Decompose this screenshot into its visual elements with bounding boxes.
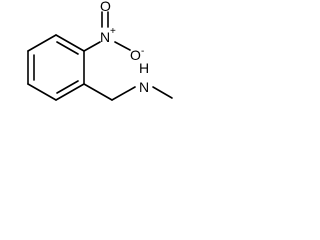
oxygen-minus-charge: -	[141, 46, 144, 57]
ring-to-methylene-bond	[83, 83, 113, 101]
ring-bond-top	[27, 34, 57, 52]
amine-nitrogen-label: N	[139, 79, 149, 95]
nitro-nitrogen-label: N	[100, 29, 110, 45]
ring-double-bond-lower-right	[56, 80, 79, 94]
chemical-structure: N + O O - H N	[27, 0, 173, 101]
nitro-oxygen-right-label: O	[130, 47, 141, 63]
ring-bond-lower-left	[27, 83, 57, 101]
ring-bond-lower-right	[55, 83, 85, 101]
methylene-to-amine-bond	[111, 86, 136, 101]
nitro-single-bond	[114, 41, 131, 51]
nitro-plus-charge: +	[110, 26, 116, 37]
ring-bond-upper-right	[55, 34, 85, 52]
nitro-oxygen-top-label: O	[100, 0, 111, 14]
ring-double-bond-upper-right	[56, 41, 79, 55]
amine-to-methyl-bond	[152, 86, 173, 99]
ring-to-nitro-bond	[83, 41, 101, 52]
amine-hydrogen-label: H	[139, 60, 149, 76]
